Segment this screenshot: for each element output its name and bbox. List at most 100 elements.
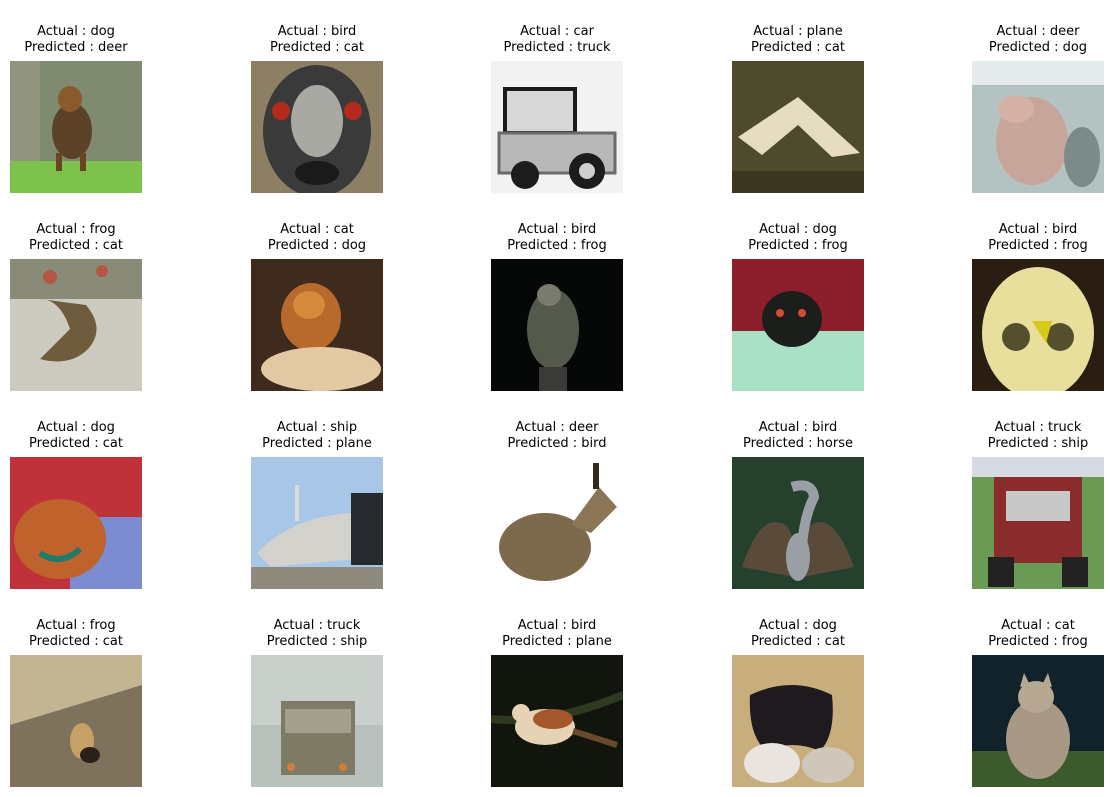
sample-image-graphic: [972, 61, 1104, 193]
sample-image-graphic: [972, 259, 1104, 391]
sample-image: [251, 61, 383, 193]
actual-label: Actual : car: [520, 24, 594, 39]
sample-image-graphic: [251, 61, 383, 193]
subject-shape: [497, 87, 617, 189]
sample-image: [972, 259, 1104, 391]
sample-image-graphic: [491, 61, 623, 193]
actual-label: Actual : dog: [37, 24, 115, 39]
predicted-label: Predicted : frog: [988, 238, 1088, 253]
sample-image-graphic: [10, 457, 142, 589]
subject-shape: [52, 86, 92, 171]
actual-label: Actual : dog: [759, 618, 837, 633]
subject-shape: [10, 259, 142, 362]
predicted-label: Predicted : dog: [988, 40, 1088, 55]
subject-shape: [261, 283, 381, 391]
sample-image: [732, 259, 864, 391]
subject-shape: [982, 267, 1094, 391]
predicted-label: Predicted : frog: [507, 238, 607, 253]
sample-image: [732, 655, 864, 787]
sample-image-graphic: [491, 655, 623, 787]
predicted-label: Predicted : horse: [743, 436, 853, 451]
subject-shape: [10, 655, 142, 763]
sample-image-graphic: [972, 655, 1104, 787]
actual-label: Actual : frog: [36, 222, 116, 237]
sample-image-graphic: [251, 457, 383, 589]
sample-image-graphic: [10, 655, 142, 787]
subject-shape: [742, 480, 854, 581]
sample-image: [10, 259, 142, 391]
sample-image: [732, 61, 864, 193]
actual-label: Actual : cat: [1001, 618, 1075, 633]
predicted-label: Predicted : ship: [987, 436, 1089, 451]
predicted-label: Predicted : cat: [29, 238, 123, 253]
actual-label: Actual : deer: [996, 24, 1080, 39]
subject-shape: [491, 691, 623, 748]
actual-label: Actual : bird: [517, 618, 597, 633]
actual-label: Actual : bird: [758, 420, 838, 435]
predicted-label: Predicted : plane: [262, 436, 372, 451]
sample-image: [732, 457, 864, 589]
actual-label: Actual : dog: [37, 420, 115, 435]
actual-label: Actual : bird: [277, 24, 357, 39]
actual-label: Actual : cat: [280, 222, 354, 237]
sample-image: [491, 61, 623, 193]
sample-image: [972, 655, 1104, 787]
predicted-label: Predicted : cat: [751, 634, 845, 649]
sample-image: [491, 457, 623, 589]
subject-shape: [972, 457, 1104, 587]
sample-image-graphic: [491, 457, 623, 589]
predicted-label: Predicted : cat: [751, 40, 845, 55]
actual-label: Actual : truck: [273, 618, 361, 633]
actual-label: Actual : bird: [517, 222, 597, 237]
sample-image-graphic: [10, 259, 142, 391]
sample-image: [251, 259, 383, 391]
predicted-label: Predicted : cat: [29, 634, 123, 649]
sample-image-graphic: [732, 655, 864, 787]
sample-image: [10, 457, 142, 589]
subject-shape: [263, 65, 371, 193]
sample-image: [251, 655, 383, 787]
predicted-label: Predicted : frog: [988, 634, 1088, 649]
subject-shape: [251, 485, 383, 589]
sample-image-graphic: [732, 61, 864, 193]
actual-label: Actual : frog: [36, 618, 116, 633]
predicted-label: Predicted : bird: [507, 436, 607, 451]
subject-shape: [972, 61, 1104, 187]
subject-shape: [527, 284, 579, 391]
predicted-label: Predicted : ship: [266, 634, 368, 649]
predicted-label: Predicted : deer: [24, 40, 128, 55]
subject-shape: [972, 673, 1104, 787]
actual-label: Actual : bird: [998, 222, 1078, 237]
sample-image-graphic: [491, 259, 623, 391]
sample-image-graphic: [10, 61, 142, 193]
subject-shape: [732, 291, 864, 391]
sample-image-graphic: [732, 457, 864, 589]
sample-image: [10, 61, 142, 193]
sample-image: [972, 457, 1104, 589]
predicted-label: Predicted : dog: [267, 238, 367, 253]
subject-shape: [744, 685, 854, 783]
predicted-label: Predicted : plane: [502, 634, 612, 649]
predicted-label: Predicted : cat: [270, 40, 364, 55]
subject-shape: [10, 457, 142, 589]
sample-image: [10, 655, 142, 787]
sample-image-graphic: [972, 457, 1104, 589]
actual-label: Actual : ship: [276, 420, 358, 435]
actual-label: Actual : dog: [759, 222, 837, 237]
